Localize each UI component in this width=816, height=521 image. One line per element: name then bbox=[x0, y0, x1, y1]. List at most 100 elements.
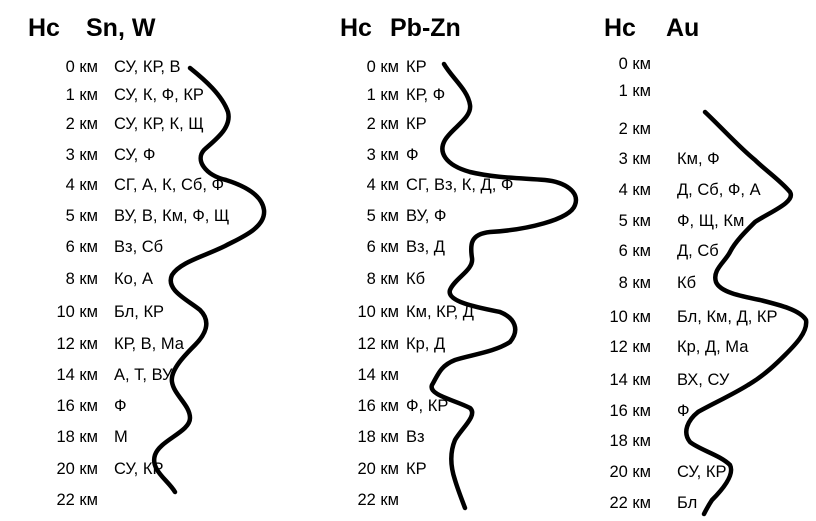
depth-row: 3 км Ф bbox=[340, 146, 600, 168]
association-label: Кр, Д bbox=[406, 335, 446, 353]
association-label: СГ, А, К, Сб, Ф bbox=[114, 176, 225, 194]
association-label: СУ, КР, В bbox=[114, 58, 181, 76]
depth-row: 14 км А, Т, ВУ bbox=[28, 366, 288, 388]
depth-row: 10 км Км, КР, Д bbox=[340, 303, 600, 325]
depth-row: 12 км Кр, Д bbox=[340, 335, 600, 357]
association-label: ВХ, СУ bbox=[677, 371, 730, 389]
depth-row: 14 км bbox=[340, 366, 600, 388]
depth-label: 3 км bbox=[366, 146, 399, 164]
depth-label: 16 км bbox=[56, 397, 99, 415]
depth-label: 5 км bbox=[65, 207, 98, 225]
depth-row: 22 км Бл bbox=[604, 494, 816, 516]
depth-label: 8 км bbox=[65, 270, 98, 288]
association-label: Бл bbox=[677, 494, 698, 512]
depth-label: 2 км bbox=[65, 115, 98, 133]
depth-label: 14 км bbox=[357, 366, 400, 384]
depth-label: 1 км bbox=[366, 86, 399, 104]
association-label: М bbox=[114, 428, 128, 446]
column-hc-header: Hc bbox=[604, 14, 636, 42]
depth-row: 2 км bbox=[604, 120, 816, 142]
depth-row: 6 км Вз, Сб bbox=[28, 238, 288, 260]
association-label: СУ, Ф bbox=[114, 146, 156, 164]
depth-row: 8 км Кб bbox=[340, 270, 600, 292]
column-hc-header: Hc bbox=[28, 14, 60, 42]
depth-label: 10 км bbox=[609, 308, 652, 326]
depth-label: 0 км bbox=[618, 55, 651, 73]
association-label: Ф bbox=[406, 146, 419, 164]
association-label: СУ, К, Ф, КР bbox=[114, 86, 204, 104]
association-label: Ф bbox=[114, 397, 127, 415]
depth-label: 0 км bbox=[65, 58, 98, 76]
depth-row: 6 км Д, Сб bbox=[604, 242, 816, 264]
depth-label: 6 км bbox=[618, 242, 651, 260]
depth-row: 20 км СУ, КР bbox=[28, 460, 288, 482]
association-label: СУ, КР bbox=[114, 460, 164, 478]
association-label: ВУ, Ф bbox=[406, 207, 447, 225]
depth-row: 5 км ВУ, В, Км, Ф, Щ bbox=[28, 207, 288, 229]
depth-label: 12 км bbox=[56, 335, 99, 353]
association-label: Кб bbox=[677, 274, 697, 292]
association-label: Вз, Сб bbox=[114, 238, 164, 256]
depth-label: 5 км bbox=[366, 207, 399, 225]
depth-row: 18 км Вз bbox=[340, 428, 600, 450]
association-label: Д, Сб bbox=[677, 242, 719, 260]
association-label: СУ, КР bbox=[677, 463, 727, 481]
depth-label: 20 км bbox=[56, 460, 99, 478]
depth-row: 1 км bbox=[604, 82, 816, 104]
depth-row: 22 км bbox=[28, 491, 288, 513]
association-label: Кр, Д, Ма bbox=[677, 338, 749, 356]
association-label: Бл, КР bbox=[114, 303, 165, 321]
depth-label: 12 км bbox=[357, 335, 400, 353]
depth-row: 18 км bbox=[604, 432, 816, 454]
depth-label: 8 км bbox=[366, 270, 399, 288]
association-label: Км, КР, Д bbox=[406, 303, 474, 321]
depth-label: 18 км bbox=[609, 432, 652, 450]
depth-row: 22 км bbox=[340, 491, 600, 513]
column-metal-header: Pb-Zn bbox=[390, 14, 461, 42]
depth-row: 5 км ВУ, Ф bbox=[340, 207, 600, 229]
depth-row: 6 км Вз, Д bbox=[340, 238, 600, 260]
depth-label: 20 км bbox=[357, 460, 400, 478]
depth-label: 6 км bbox=[65, 238, 98, 256]
association-label: Бл, Км, Д, КР bbox=[677, 308, 778, 326]
depth-label: 4 км bbox=[65, 176, 98, 194]
depth-label: 6 км bbox=[366, 238, 399, 256]
association-label: КР bbox=[406, 460, 427, 478]
association-label: ВУ, В, Км, Ф, Щ bbox=[114, 207, 230, 225]
association-label: А, Т, ВУ bbox=[114, 366, 173, 384]
association-label: Кб bbox=[406, 270, 426, 288]
depth-row: 16 км Ф bbox=[604, 402, 816, 424]
depth-label: 10 км bbox=[357, 303, 400, 321]
depth-label: 22 км bbox=[357, 491, 400, 509]
depth-label: 18 км bbox=[357, 428, 400, 446]
depth-label: 3 км bbox=[618, 150, 651, 168]
depth-row: 16 км Ф bbox=[28, 397, 288, 419]
association-label: Вз bbox=[406, 428, 425, 446]
association-label: Вз, Д bbox=[406, 238, 445, 256]
depth-label: 16 км bbox=[609, 402, 652, 420]
association-label: КР bbox=[406, 115, 427, 133]
depth-label: 22 км bbox=[609, 494, 652, 512]
association-label: Д, Сб, Ф, А bbox=[677, 181, 761, 199]
association-label: Ф, Щ, Км bbox=[677, 212, 745, 230]
association-label: Ф bbox=[677, 402, 690, 420]
depth-label: 14 км bbox=[56, 366, 99, 384]
